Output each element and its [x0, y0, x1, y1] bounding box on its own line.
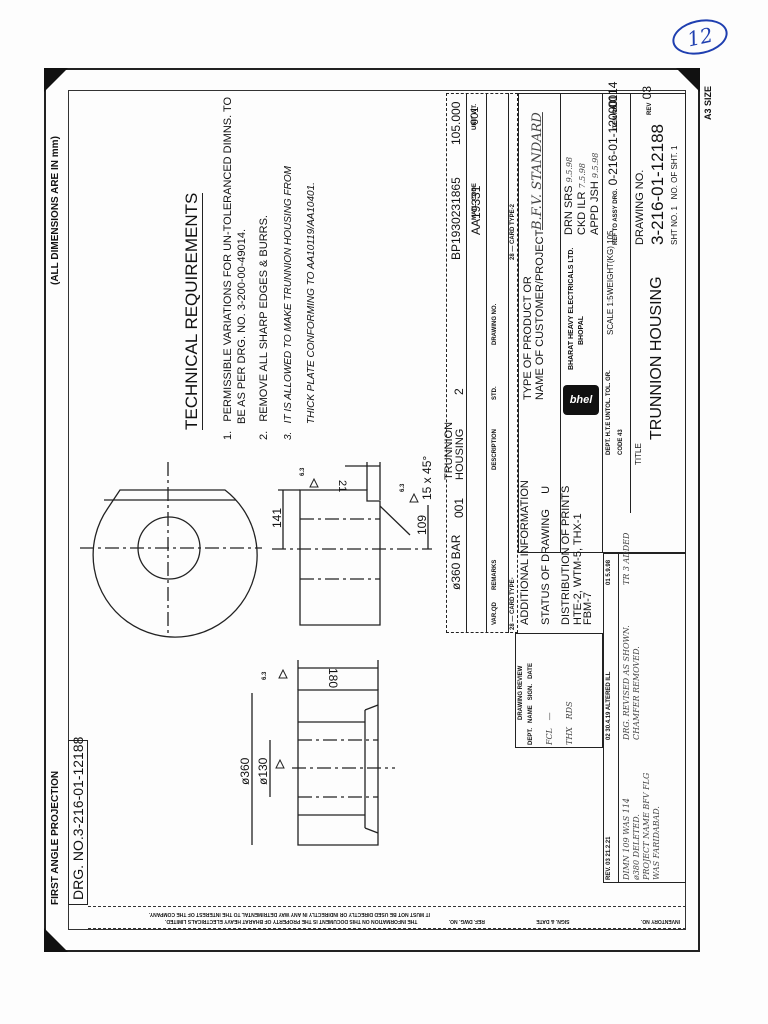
description-value: TRUNNION HOUSING [443, 421, 466, 480]
drawing-review [515, 633, 603, 748]
corner-mark-top-left [44, 68, 68, 92]
finish-mark-2: 6.3 [400, 483, 406, 492]
sig-appd: APPD JSH 9.5.98 [589, 152, 601, 235]
rev-02-note-1: DRG. REVISED AS SHOWN. [622, 625, 631, 740]
drawing-frame [44, 68, 700, 952]
matl-code: BP1930231865 [449, 177, 463, 260]
qty-value: 2 [452, 388, 466, 395]
sig-ckd: CKD ILR 7.5.98 [576, 163, 588, 235]
review-row-2: THX RDS [565, 701, 574, 745]
review-row-1: FCL — [545, 712, 554, 745]
product-label-1: TYPE OF PRODUCT OR [522, 276, 534, 400]
review-headers: DEPT. NAME SIGN. DATE [528, 663, 534, 745]
product-value: B.F.V. STANDARD [530, 112, 545, 230]
rev-02-note-2: CHAMFER REMOVED. [632, 646, 641, 740]
rev-02: 02 30.4.19 ALTERED ILL [606, 671, 612, 740]
no-of-item: 01 [606, 94, 620, 108]
end-view-outline [92, 489, 258, 638]
revision-block [603, 553, 686, 883]
rev-03-note-3: PROJECT NAME BFV FLG [642, 772, 651, 880]
finish-mark-1: 6.3 [300, 467, 306, 476]
hdr-var-qd: VAR.QD [492, 602, 498, 625]
hdr-matl-code: MATL. CODE [472, 183, 478, 220]
card-type-2: 28 — CARD TYPE-2 [510, 203, 516, 260]
product-label-2: NAME OF CUSTOMER/PROJECT [534, 229, 546, 400]
title-value: TRUNNION HOUSING [648, 276, 665, 440]
footer-strip: INVENTORY NO. SIGN. & DATE REF. DWG. NO.… [148, 911, 680, 924]
unit-wt: 105.000 [449, 101, 463, 145]
untol: UNTOL. TOL. GR. [606, 370, 612, 420]
company-name: BHARAT HEAVY ELECTRICALS LTD. [568, 247, 575, 370]
remarks-value: ø360 BAR [449, 534, 463, 590]
drawing-ref-box [68, 740, 88, 905]
hdr-drawing-no: DRAWING NO. [492, 303, 498, 345]
rev-01: 01 5.9.98 [606, 559, 612, 585]
rev-03-note-4: WAS FARIDABAD. [652, 806, 661, 880]
dim-180: 180 [326, 668, 340, 689]
hdr-unit-wt: UNIT WT. [472, 104, 478, 130]
card-type: 28 — CARD TYPE- [510, 577, 516, 630]
dim-chamfer: 15 x 45° [420, 455, 434, 500]
rev: REV 03 [640, 85, 654, 115]
bhel-logo: bhel [563, 385, 599, 415]
dim-130: ø130 [256, 757, 270, 785]
status-of-drawing: STATUS OF DRAWING U [540, 485, 552, 625]
finish-mark-3: 6.3 [262, 671, 268, 680]
rev-03-note-2: ø380 DELETED. [632, 814, 641, 880]
hdr-description: DESCRIPTION [492, 428, 498, 470]
rev-01-note: TR 3 ADDED [622, 532, 631, 585]
sig-drn: DRN SRS 9.5.98 [563, 156, 575, 235]
corner-mark-bottom-left [44, 928, 68, 952]
item-no-value: 001 [452, 497, 466, 518]
distribution-label: DISTRIBUTION OF PRINTS [560, 485, 572, 625]
distribution-value-2: FBM-7 [582, 592, 594, 625]
company-city: BHOPAL [578, 315, 585, 345]
hdr-remarks: REMARKS [492, 559, 498, 590]
parts-list [446, 93, 518, 633]
code: CODE 43 [618, 429, 624, 455]
scale: SCALE 1:5 [606, 295, 615, 335]
rev-03-note-1: DIMN 109 WAS 114 [622, 797, 631, 880]
rev-03: REV. 03 21.2.21 [606, 836, 612, 880]
title-label: TITLE [634, 443, 643, 465]
drawing-no-value: 3-216-01-12188 [648, 124, 667, 245]
dim-360: ø360 [238, 757, 252, 785]
hdr-std: STD. [492, 386, 498, 400]
dim-109: 109 [415, 514, 429, 535]
additional-info-title: ADDITIONAL INFORMATION [519, 480, 531, 625]
dim-21: 21 [336, 480, 348, 493]
corner-mark-top-right [676, 68, 700, 92]
drawing-review-title: DRAWING REVIEW [518, 665, 524, 720]
dept: DEPT. H.T.E [606, 421, 612, 455]
drawing-no: DRAWING NO. [634, 169, 646, 245]
sheet-no: SHT NO. 1 NO. OF SHT. 1 [670, 145, 679, 245]
dim-141: 141 [270, 507, 284, 528]
